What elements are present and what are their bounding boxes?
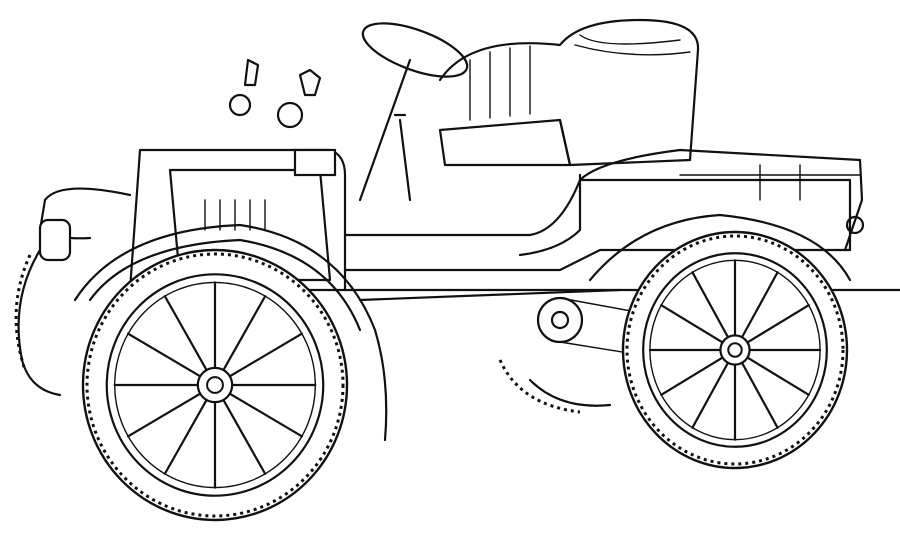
spoke bbox=[745, 355, 810, 396]
hub-cap bbox=[727, 342, 743, 358]
rear-wheel bbox=[621, 230, 849, 470]
spoke bbox=[227, 332, 303, 378]
tire-tread bbox=[85, 252, 345, 518]
spoke bbox=[660, 304, 725, 345]
steering-column bbox=[358, 22, 469, 202]
spoke bbox=[660, 355, 725, 396]
hidden-rear-wheel bbox=[498, 359, 612, 414]
spoke bbox=[740, 271, 779, 339]
spoke bbox=[221, 295, 267, 373]
spoke bbox=[691, 271, 730, 339]
front-wheel bbox=[81, 248, 349, 522]
lamps bbox=[38, 58, 337, 262]
spoke bbox=[740, 361, 779, 429]
hub-cap bbox=[206, 376, 224, 394]
spoke bbox=[227, 392, 303, 438]
tire-tread bbox=[625, 234, 845, 466]
spoke bbox=[127, 332, 203, 378]
spoke bbox=[691, 361, 730, 429]
seat bbox=[438, 18, 700, 257]
far-front-wheel bbox=[14, 248, 62, 397]
spoke bbox=[745, 304, 810, 345]
spoke bbox=[127, 392, 203, 438]
rim bbox=[642, 252, 828, 448]
spoke bbox=[163, 397, 209, 475]
spoke bbox=[163, 295, 209, 373]
rim bbox=[105, 273, 325, 497]
car-body bbox=[38, 148, 900, 442]
spoke bbox=[221, 397, 267, 475]
